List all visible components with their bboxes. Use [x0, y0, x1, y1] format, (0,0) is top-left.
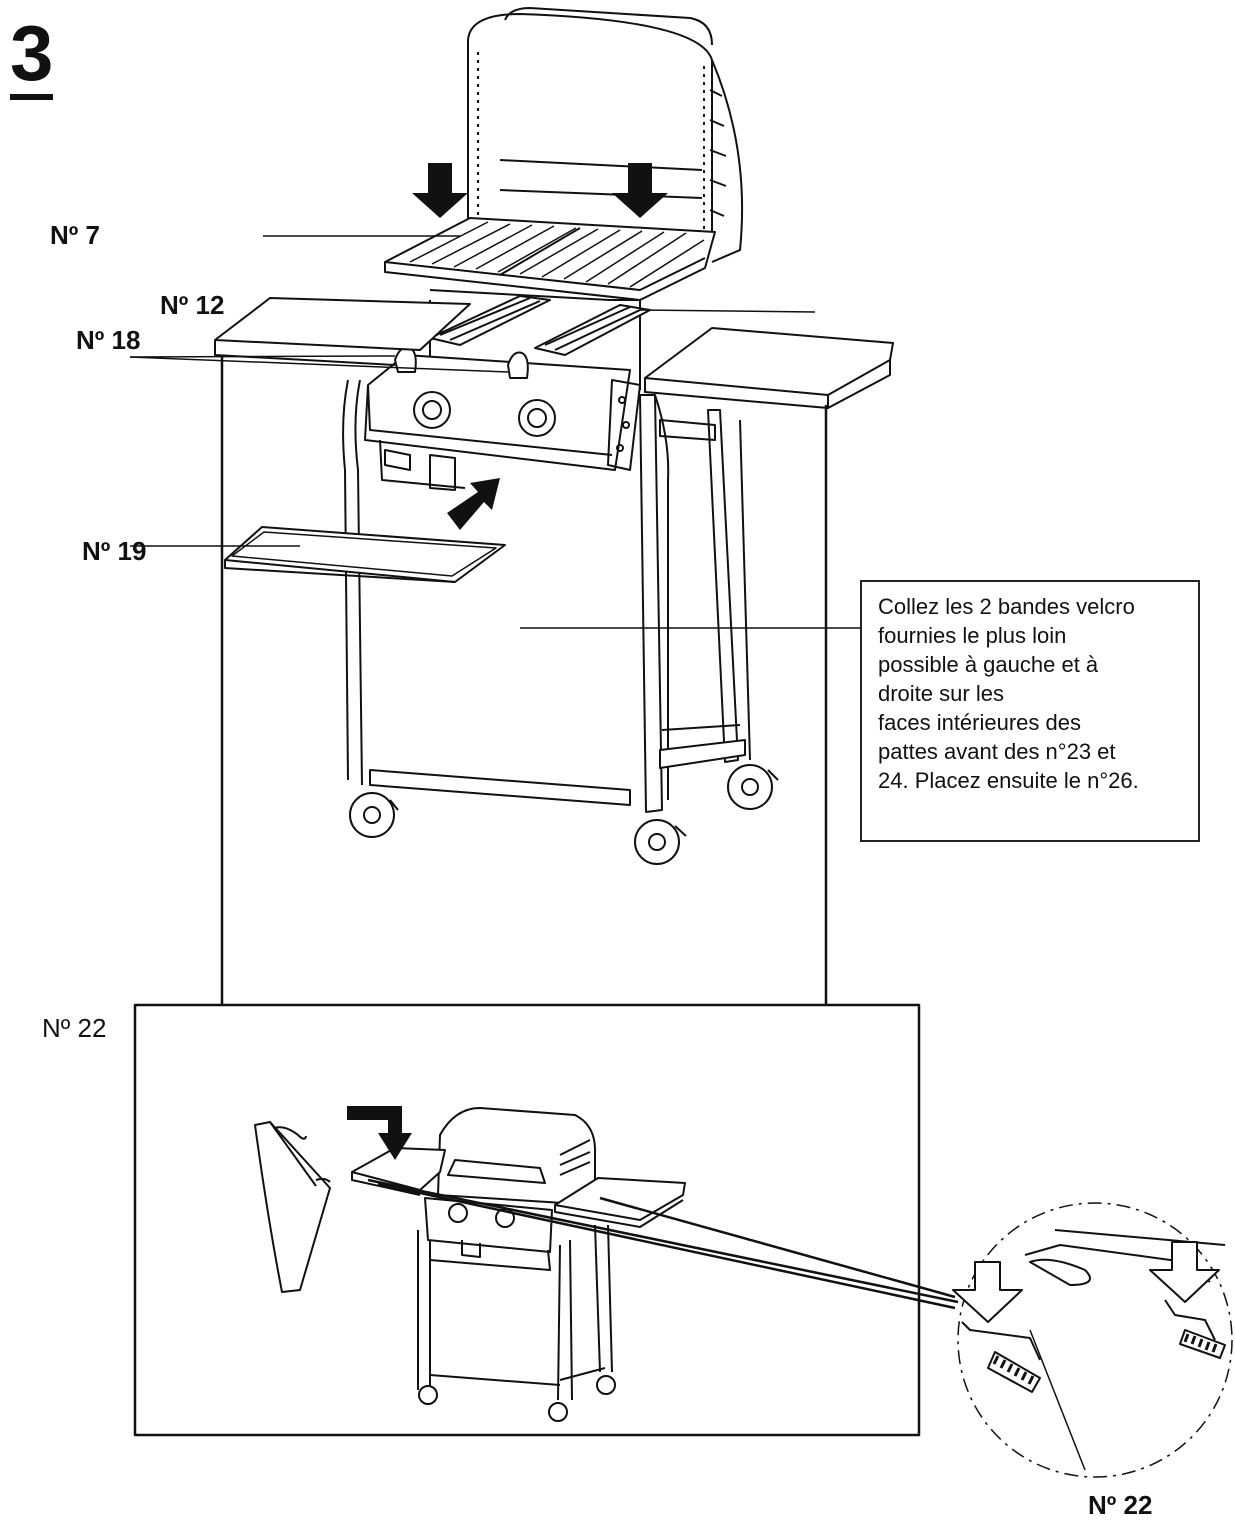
note-line: 24. Placez ensuite le n°26.	[878, 768, 1139, 793]
inset-grill	[254, 1107, 686, 1422]
inset-frame	[133, 1003, 921, 1437]
label-part-12: Nº 12	[160, 290, 225, 320]
down-arrow-icon	[612, 163, 668, 218]
note-line: possible à gauche et à	[878, 652, 1099, 677]
bolt-right	[1179, 1329, 1226, 1359]
leader-lines	[129, 235, 860, 629]
down-arrow-icon	[412, 163, 468, 218]
insert-arrow-icon	[447, 478, 500, 530]
cart-frame	[224, 379, 779, 865]
note-line: faces intérieures des	[878, 710, 1081, 735]
label-part-18: Nº 18	[76, 325, 141, 355]
label-part-7: Nº 7	[50, 220, 100, 250]
detail-down-arrow-icon	[1149, 1241, 1220, 1303]
detail-leader-lines	[367, 1178, 959, 1310]
note-line: fournies le plus loin	[878, 623, 1067, 648]
l-down-arrow-icon	[347, 1106, 412, 1160]
label-part-22-inset: Nº 22	[42, 1013, 107, 1043]
bolt-left	[987, 1351, 1041, 1393]
cooking-grid	[384, 217, 716, 301]
connector-bracket	[220, 355, 828, 1005]
side-tables	[214, 297, 894, 409]
firebox	[364, 289, 651, 471]
note-line: pattes avant des n°23 et	[878, 739, 1116, 764]
label-part-22-detail: Nº 22	[1088, 1490, 1153, 1520]
instruction-note: Collez les 2 bandes velcro fournies le p…	[860, 580, 1200, 842]
note-line: droite sur les	[878, 681, 1004, 706]
step-number: 3	[10, 14, 54, 100]
note-line: Collez les 2 bandes velcro	[878, 594, 1135, 619]
label-part-19: Nº 19	[82, 536, 147, 566]
detail-down-arrow-icon	[952, 1261, 1023, 1323]
